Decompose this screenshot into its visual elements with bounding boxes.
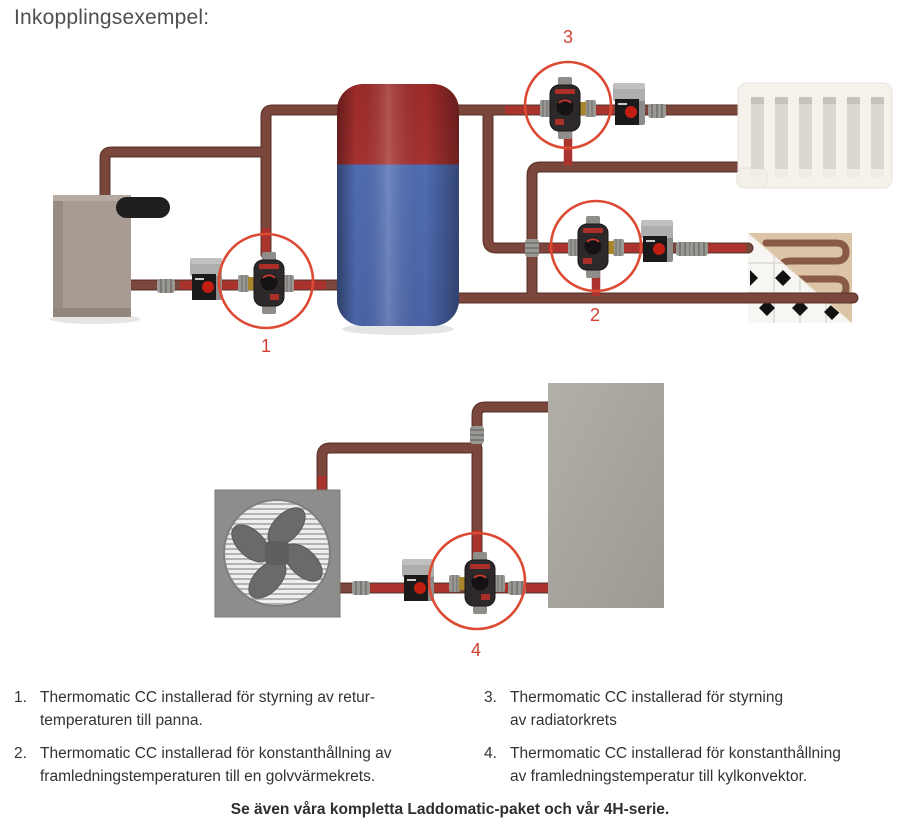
legend-item-number: 2.: [14, 745, 27, 762]
circulation-pump-2: [641, 220, 673, 262]
legend-column-right: 3. Thermomatic CC installerad för styrni…: [484, 686, 894, 798]
legend-column-left: 1. Thermomatic CC installerad för styrni…: [14, 686, 470, 798]
footer-note: Se även våra kompletta Laddomatic-paket …: [230, 801, 670, 818]
highlight-circle-2: [549, 199, 643, 293]
boiler-illustration: [50, 195, 170, 324]
legend-item-number: 1.: [14, 689, 27, 706]
piping-diagram: [50, 60, 893, 631]
callout-label-1: 1: [260, 336, 272, 356]
fan-blades: [231, 507, 323, 599]
fan-convector-illustration: [214, 489, 341, 618]
highlight-circle-4: [427, 531, 527, 631]
highlight-circle-3: [523, 60, 613, 150]
thermomatic-valve-4: [448, 551, 506, 615]
legend-item-text: Thermomatic CC installerad för styrning …: [510, 689, 784, 729]
convector-panel-illustration: [548, 383, 664, 608]
legend-item-4: 4. Thermomatic CC installerad för konsta…: [484, 742, 894, 788]
thermomatic-valve-1: [237, 251, 295, 315]
floor-heating-illustration: [747, 232, 853, 324]
pipe-coupling: [156, 278, 176, 294]
pipe-coupling: [351, 580, 371, 596]
legend-item-text: Thermomatic CC installerad för konstanth…: [510, 745, 841, 785]
legend-item-number: 3.: [484, 689, 497, 706]
thermomatic-valve-2: [567, 215, 625, 279]
pipe-coupling: [689, 241, 709, 257]
pipe-coupling: [469, 425, 485, 445]
legend-item-3: 3. Thermomatic CC installerad för styrni…: [484, 686, 894, 732]
legend-item-1: 1. Thermomatic CC installerad för styrni…: [14, 686, 470, 732]
page-title: Inkopplingsexempel:: [14, 6, 210, 29]
storage-tank-illustration: [337, 84, 459, 335]
legend-item-number: 4.: [484, 745, 497, 762]
pipe-coupling: [524, 238, 540, 258]
callout-label-2: 2: [589, 305, 601, 325]
thermomatic-valve-3: [539, 76, 597, 140]
circulation-pump-1: [190, 258, 222, 300]
radiator-illustration: [736, 82, 893, 189]
callout-label-4: 4: [470, 640, 482, 660]
legend-item-text: Thermomatic CC installerad för konstanth…: [40, 745, 392, 785]
callout-label-3: 3: [562, 27, 574, 47]
boiler-burner: [116, 197, 170, 218]
highlight-circle-1: [217, 232, 315, 330]
legend-item-text: Thermomatic CC installerad för styrning …: [40, 689, 376, 729]
legend-item-2: 2. Thermomatic CC installerad för konsta…: [14, 742, 470, 788]
pipe-coupling: [647, 103, 667, 119]
circulation-pump-3: [613, 83, 645, 125]
